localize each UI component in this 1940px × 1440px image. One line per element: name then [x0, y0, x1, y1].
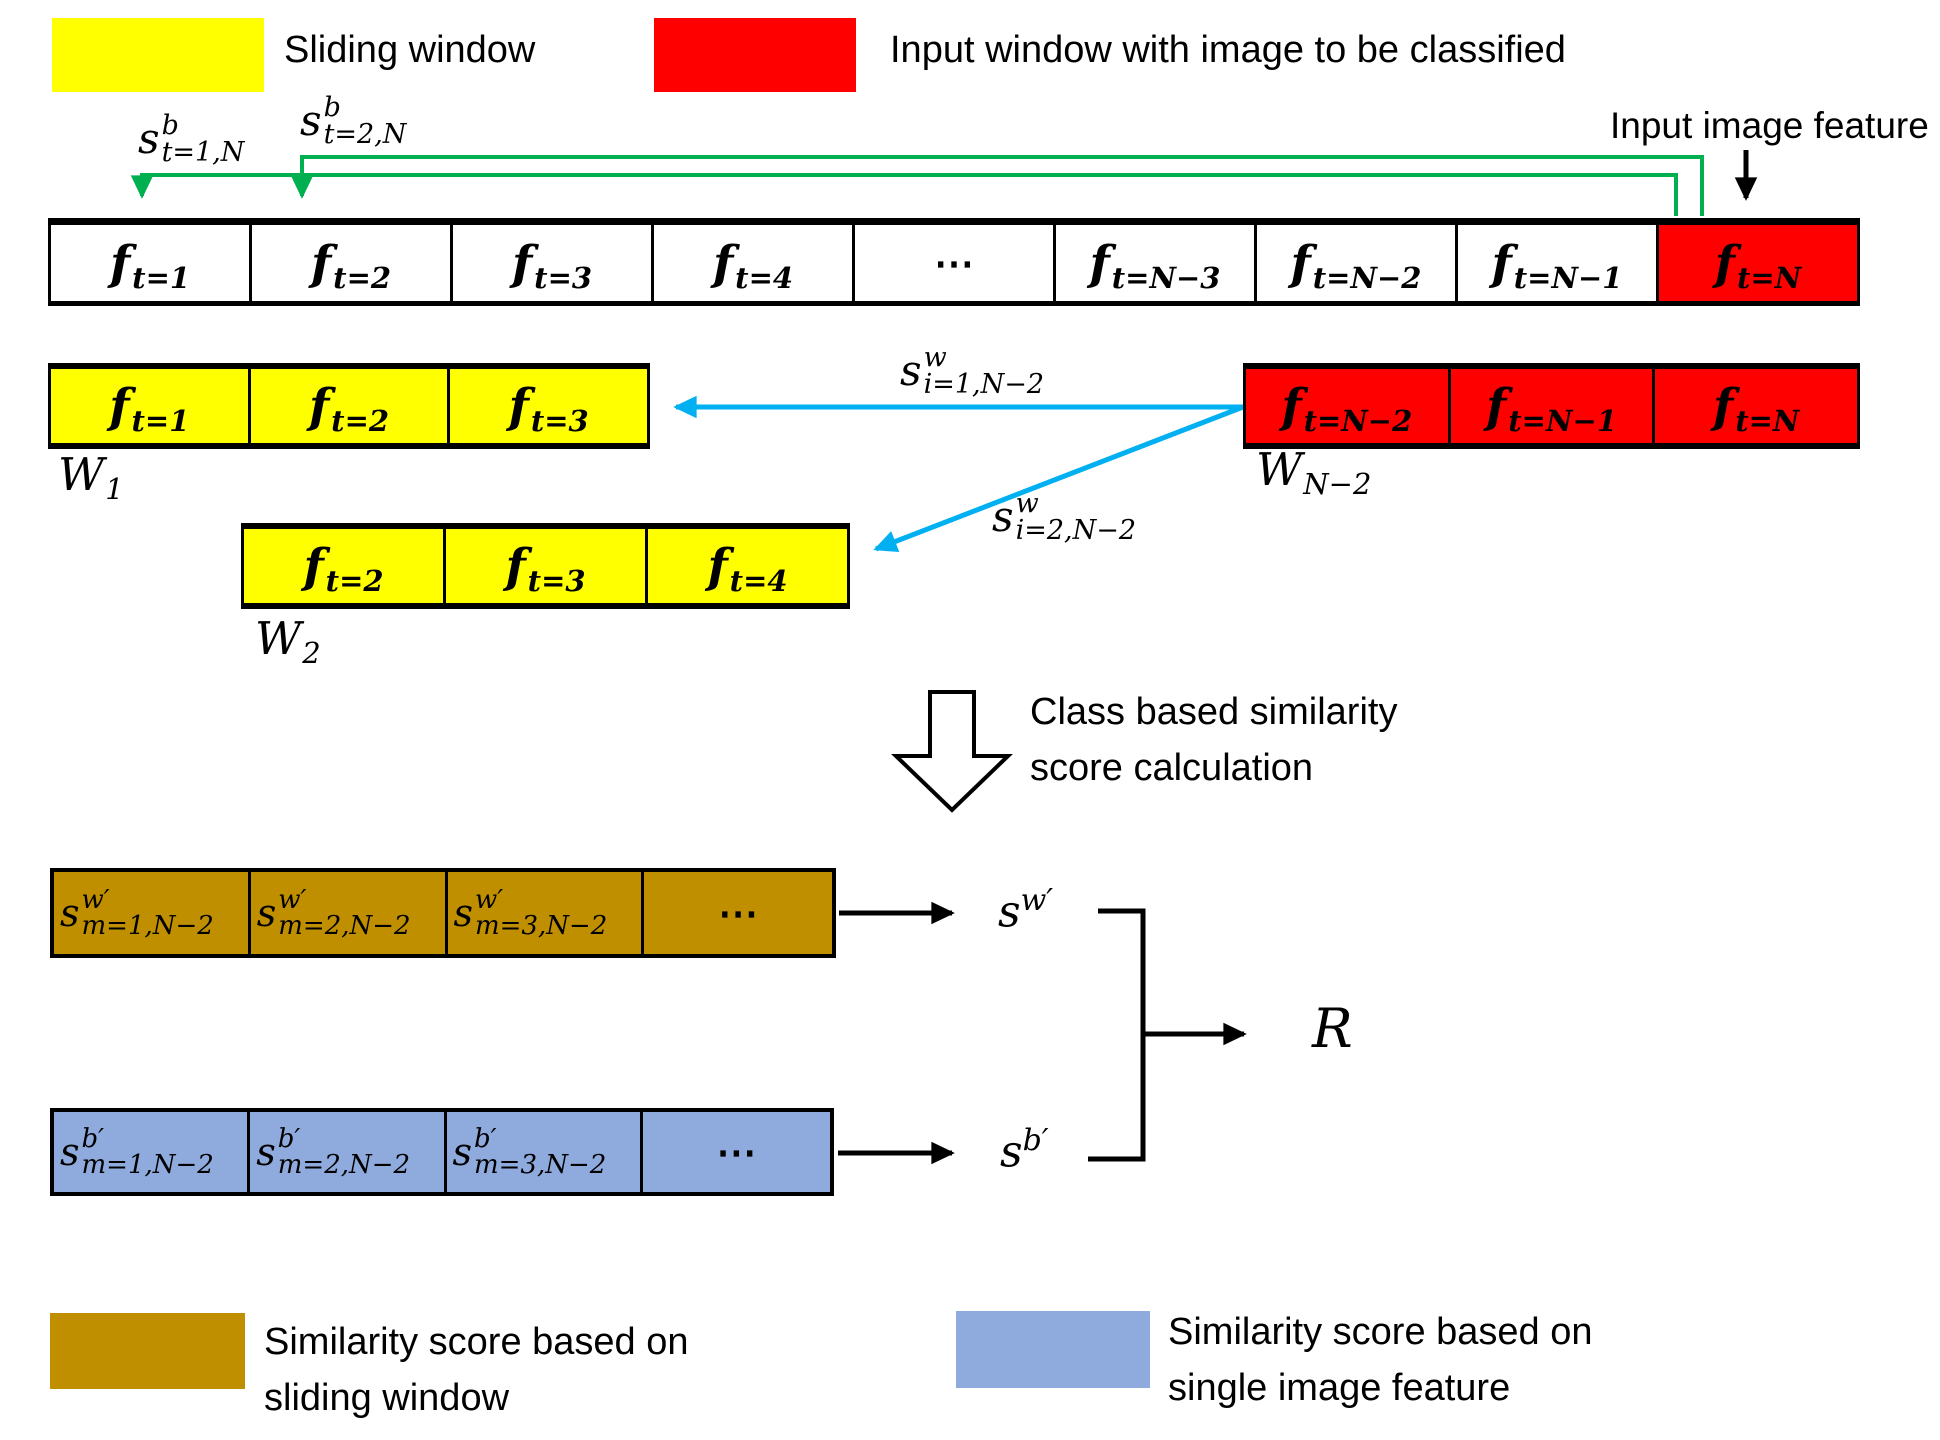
feature-cell-ellipsis: ⋯: [855, 225, 1056, 301]
legend-olive-label-line2: sliding window: [264, 1377, 510, 1419]
result-r-label: R: [1312, 997, 1353, 1060]
legend-blue-label-line1: Similarity score based on: [1168, 1311, 1593, 1353]
green-connector-t2: [290, 155, 1704, 216]
class-similarity-label-line2: score calculation: [1030, 747, 1314, 789]
legend-input-window-swatch: [654, 18, 856, 92]
green-connector-t1: [130, 173, 1678, 216]
score-label-sw-i2: s w i=2,N−2: [992, 488, 1137, 546]
output-sw-label: sw′: [998, 883, 1054, 938]
olive-score-cell-ellipsis: ⋯: [718, 889, 759, 937]
score-label-sw-i1: s w i=1,N−2: [900, 342, 1045, 400]
legend-blue-label-line2: single image feature: [1168, 1367, 1511, 1409]
legend-input-window-label: Input window with image to be classified: [890, 29, 1566, 71]
legend-olive-label-line1: Similarity score based on: [264, 1321, 689, 1363]
legend-sliding-window-swatch: [52, 18, 264, 92]
class-similarity-label-line1: Class based similarity: [1030, 691, 1398, 733]
merge-bracket: [1088, 908, 1146, 1162]
legend-blue-swatch: [956, 1311, 1150, 1388]
score-label-sb-t2N: s b t=2,N: [300, 92, 407, 150]
blue-score-cell-ellipsis: ⋯: [716, 1128, 757, 1176]
output-sb-label: sb′: [1000, 1123, 1049, 1178]
input-image-feature-label: Input image feature: [1610, 105, 1929, 146]
big-down-arrow-icon: [891, 690, 1013, 813]
legend-sliding-window-label: Sliding window: [284, 29, 536, 71]
legend-olive-swatch: [50, 1313, 245, 1389]
score-label-sb-t1N: s b t=1,N: [138, 110, 245, 168]
